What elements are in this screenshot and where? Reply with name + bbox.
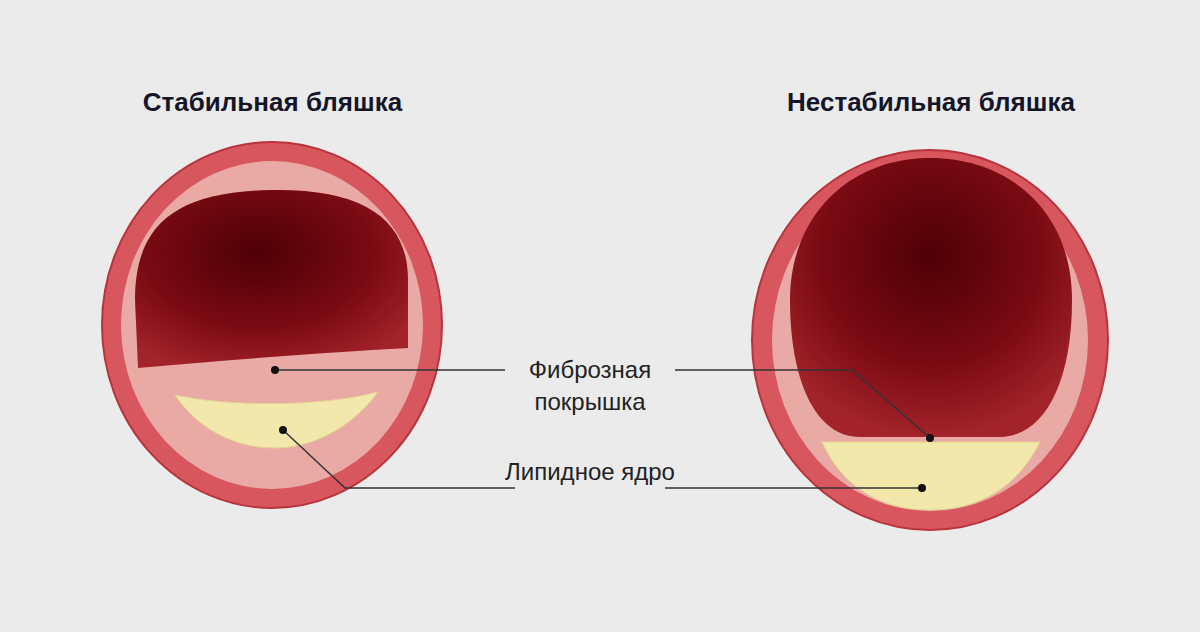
leader-dots bbox=[271, 366, 934, 492]
leader-line bbox=[675, 370, 930, 438]
section-heading: Нестабильная бляшка bbox=[750, 86, 1112, 118]
section-heading: Стабильная бляшка bbox=[100, 86, 445, 118]
leader-line bbox=[665, 487, 922, 489]
callout-label: Фиброзная покрышка bbox=[500, 354, 680, 418]
lipid-core bbox=[175, 392, 378, 448]
leader-line bbox=[283, 430, 515, 488]
unstable-vessel bbox=[752, 150, 1108, 530]
vessel-section: Стабильная бляшка bbox=[100, 86, 445, 511]
leader-lines bbox=[275, 370, 930, 488]
vessel-section: Нестабильная бляшка bbox=[750, 86, 1112, 534]
leader-line bbox=[275, 369, 505, 371]
lumen bbox=[135, 190, 408, 368]
callout-label: Липидное ядро bbox=[500, 456, 680, 488]
stable-vessel bbox=[102, 142, 442, 508]
lipid-core bbox=[822, 442, 1040, 510]
lumen bbox=[790, 158, 1072, 437]
